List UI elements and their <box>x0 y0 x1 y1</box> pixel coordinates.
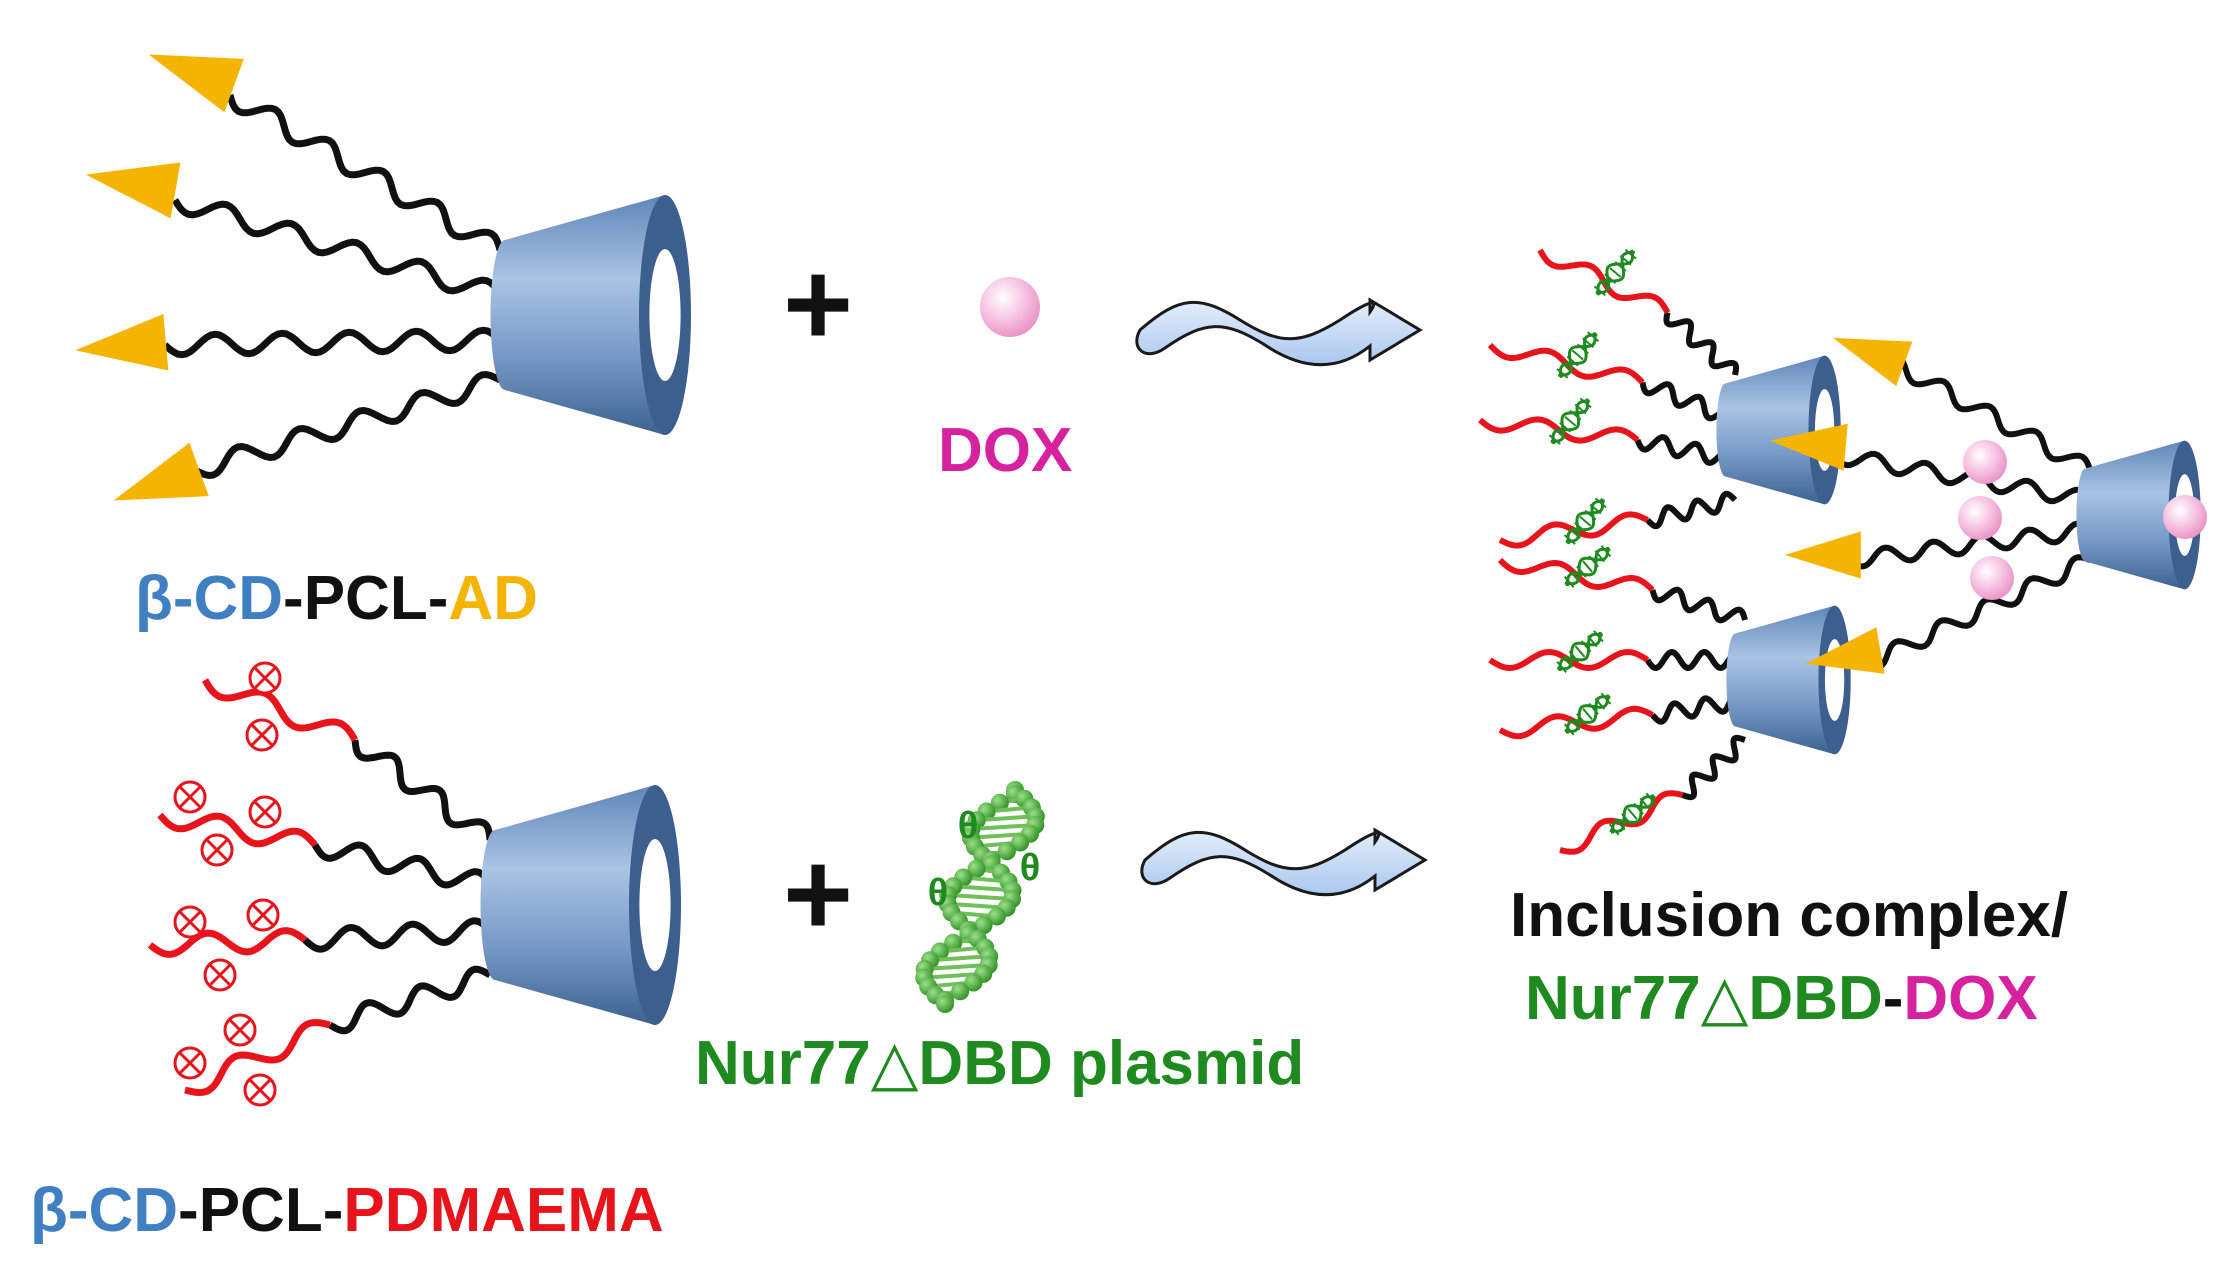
negative-charge-icon: θ <box>958 805 979 847</box>
pdmaema-chain <box>1497 557 1655 593</box>
pdmaema-chain <box>1498 705 1654 740</box>
pcl-chain <box>351 739 494 841</box>
pcl-chain <box>312 841 493 889</box>
dash-text: - <box>178 1176 199 1245</box>
cd-pcl-ad-label: β-CD-PCL-AD <box>135 568 538 630</box>
cd-pcl-pdmaema-molecule <box>147 661 681 1107</box>
dash-text: - <box>283 564 304 633</box>
positive-charge-icon <box>173 1046 207 1080</box>
negative-charge-icon: θ <box>928 872 949 914</box>
pdmaema-text: PDMAEMA <box>343 1176 664 1245</box>
pcl-chain <box>1848 520 2092 570</box>
pcl-chain <box>1863 554 2092 671</box>
inclusion-complex <box>1478 248 2207 855</box>
adamantane-triangle <box>75 314 169 371</box>
cd-pcl-ad-molecule <box>75 54 691 501</box>
negative-charge-icon: θ <box>1020 847 1041 889</box>
complex-label-line2: Nur77△DBD-DOX <box>1525 968 2038 1030</box>
pdmaema-chain <box>147 927 308 958</box>
pcl-chain <box>302 917 493 953</box>
reaction-arrow-bottom <box>1140 827 1428 897</box>
positive-charge-icon <box>173 780 207 814</box>
dna-fragment-icon <box>1563 692 1612 736</box>
pcl-chain <box>1832 450 2093 505</box>
pdmaema-chain <box>157 812 318 848</box>
dna-fragment-icon <box>1556 331 1600 379</box>
dna-fragment-icon <box>1548 397 1592 445</box>
pcl-chain <box>162 326 503 359</box>
positive-charge-icon <box>223 1013 257 1047</box>
positive-charge-icon <box>246 898 280 932</box>
positive-charge-icon <box>248 661 282 695</box>
pcl-chain <box>1649 586 1748 624</box>
positive-charge-icon <box>245 718 279 752</box>
adamantane-triangle <box>1770 423 1848 471</box>
dna-fragment-icon <box>1608 792 1657 836</box>
positive-charge-icon <box>173 905 207 939</box>
pcl-chain <box>193 370 502 480</box>
dash-text: - <box>427 564 449 633</box>
dox-molecule <box>2163 495 2207 539</box>
cyclodextrin-cup <box>1726 605 1851 755</box>
dash-text: - <box>1882 964 1904 1033</box>
dash-text: - <box>322 1176 344 1245</box>
pdmaema-chain <box>1488 648 1650 672</box>
pcl-chain <box>1663 311 1739 376</box>
cd-text: β-CD <box>135 564 284 633</box>
pdmaema-chain <box>184 1018 331 1097</box>
adamantane-triangle <box>1833 337 1913 387</box>
pcl-chain <box>1645 490 1738 530</box>
dna-fragment-icon <box>1563 545 1612 588</box>
reaction-arrow-top <box>1135 297 1423 367</box>
dna-fragment-icon <box>1556 630 1604 673</box>
svg-text:+: + <box>783 827 853 961</box>
pdmaema-chain <box>1559 790 1684 855</box>
pdmaema-chain <box>201 678 359 742</box>
plasmid-dna: θθθ <box>915 781 1045 1013</box>
adamantane-triangle <box>113 442 209 501</box>
pcl-chain <box>328 965 492 1035</box>
positive-charge-icon <box>248 795 282 829</box>
complex-label-line1: Inclusion complex/ <box>1510 881 2069 950</box>
dox-molecule <box>1958 496 2002 540</box>
positive-charge-icon <box>200 833 234 867</box>
pcl-text: PCL <box>198 1176 323 1245</box>
cyclodextrin-cup <box>490 195 691 435</box>
adamantane-triangle <box>85 162 181 219</box>
positive-charge-icon <box>203 958 237 992</box>
dna-fragment-icon <box>1563 497 1607 545</box>
dox-molecule <box>1970 556 2014 600</box>
dox-text: DOX <box>1903 964 2038 1033</box>
adamantane-triangle <box>1785 531 1861 579</box>
pcl-text: PCL <box>303 564 428 633</box>
dox-molecule <box>1963 440 2007 484</box>
cd-text: β-CD <box>30 1176 179 1245</box>
cd-pcl-pdmaema-label: β-CD-PCL-PDMAEMA <box>30 1180 664 1242</box>
plus-sign-top: + <box>783 237 853 371</box>
pcl-chain <box>172 198 503 297</box>
svg-text:+: + <box>783 237 853 371</box>
dox-molecule <box>980 277 1040 337</box>
pcl-chain <box>226 94 504 251</box>
ad-text: AD <box>448 564 538 633</box>
plus-sign-bottom: + <box>783 827 853 961</box>
adamantane-triangle <box>148 54 244 113</box>
plasmid-label: Nur77△DBD plasmid <box>695 1029 1305 1098</box>
cyclodextrin-cup <box>480 785 681 1025</box>
positive-charge-icon <box>243 1073 277 1107</box>
pcl-chain <box>1681 734 1746 801</box>
adamantane-triangle <box>1805 627 1885 674</box>
nur-text: Nur77△DBD <box>1525 964 1883 1033</box>
dox-label: DOX <box>938 416 1073 485</box>
dna-fragment-icon <box>1593 248 1637 297</box>
